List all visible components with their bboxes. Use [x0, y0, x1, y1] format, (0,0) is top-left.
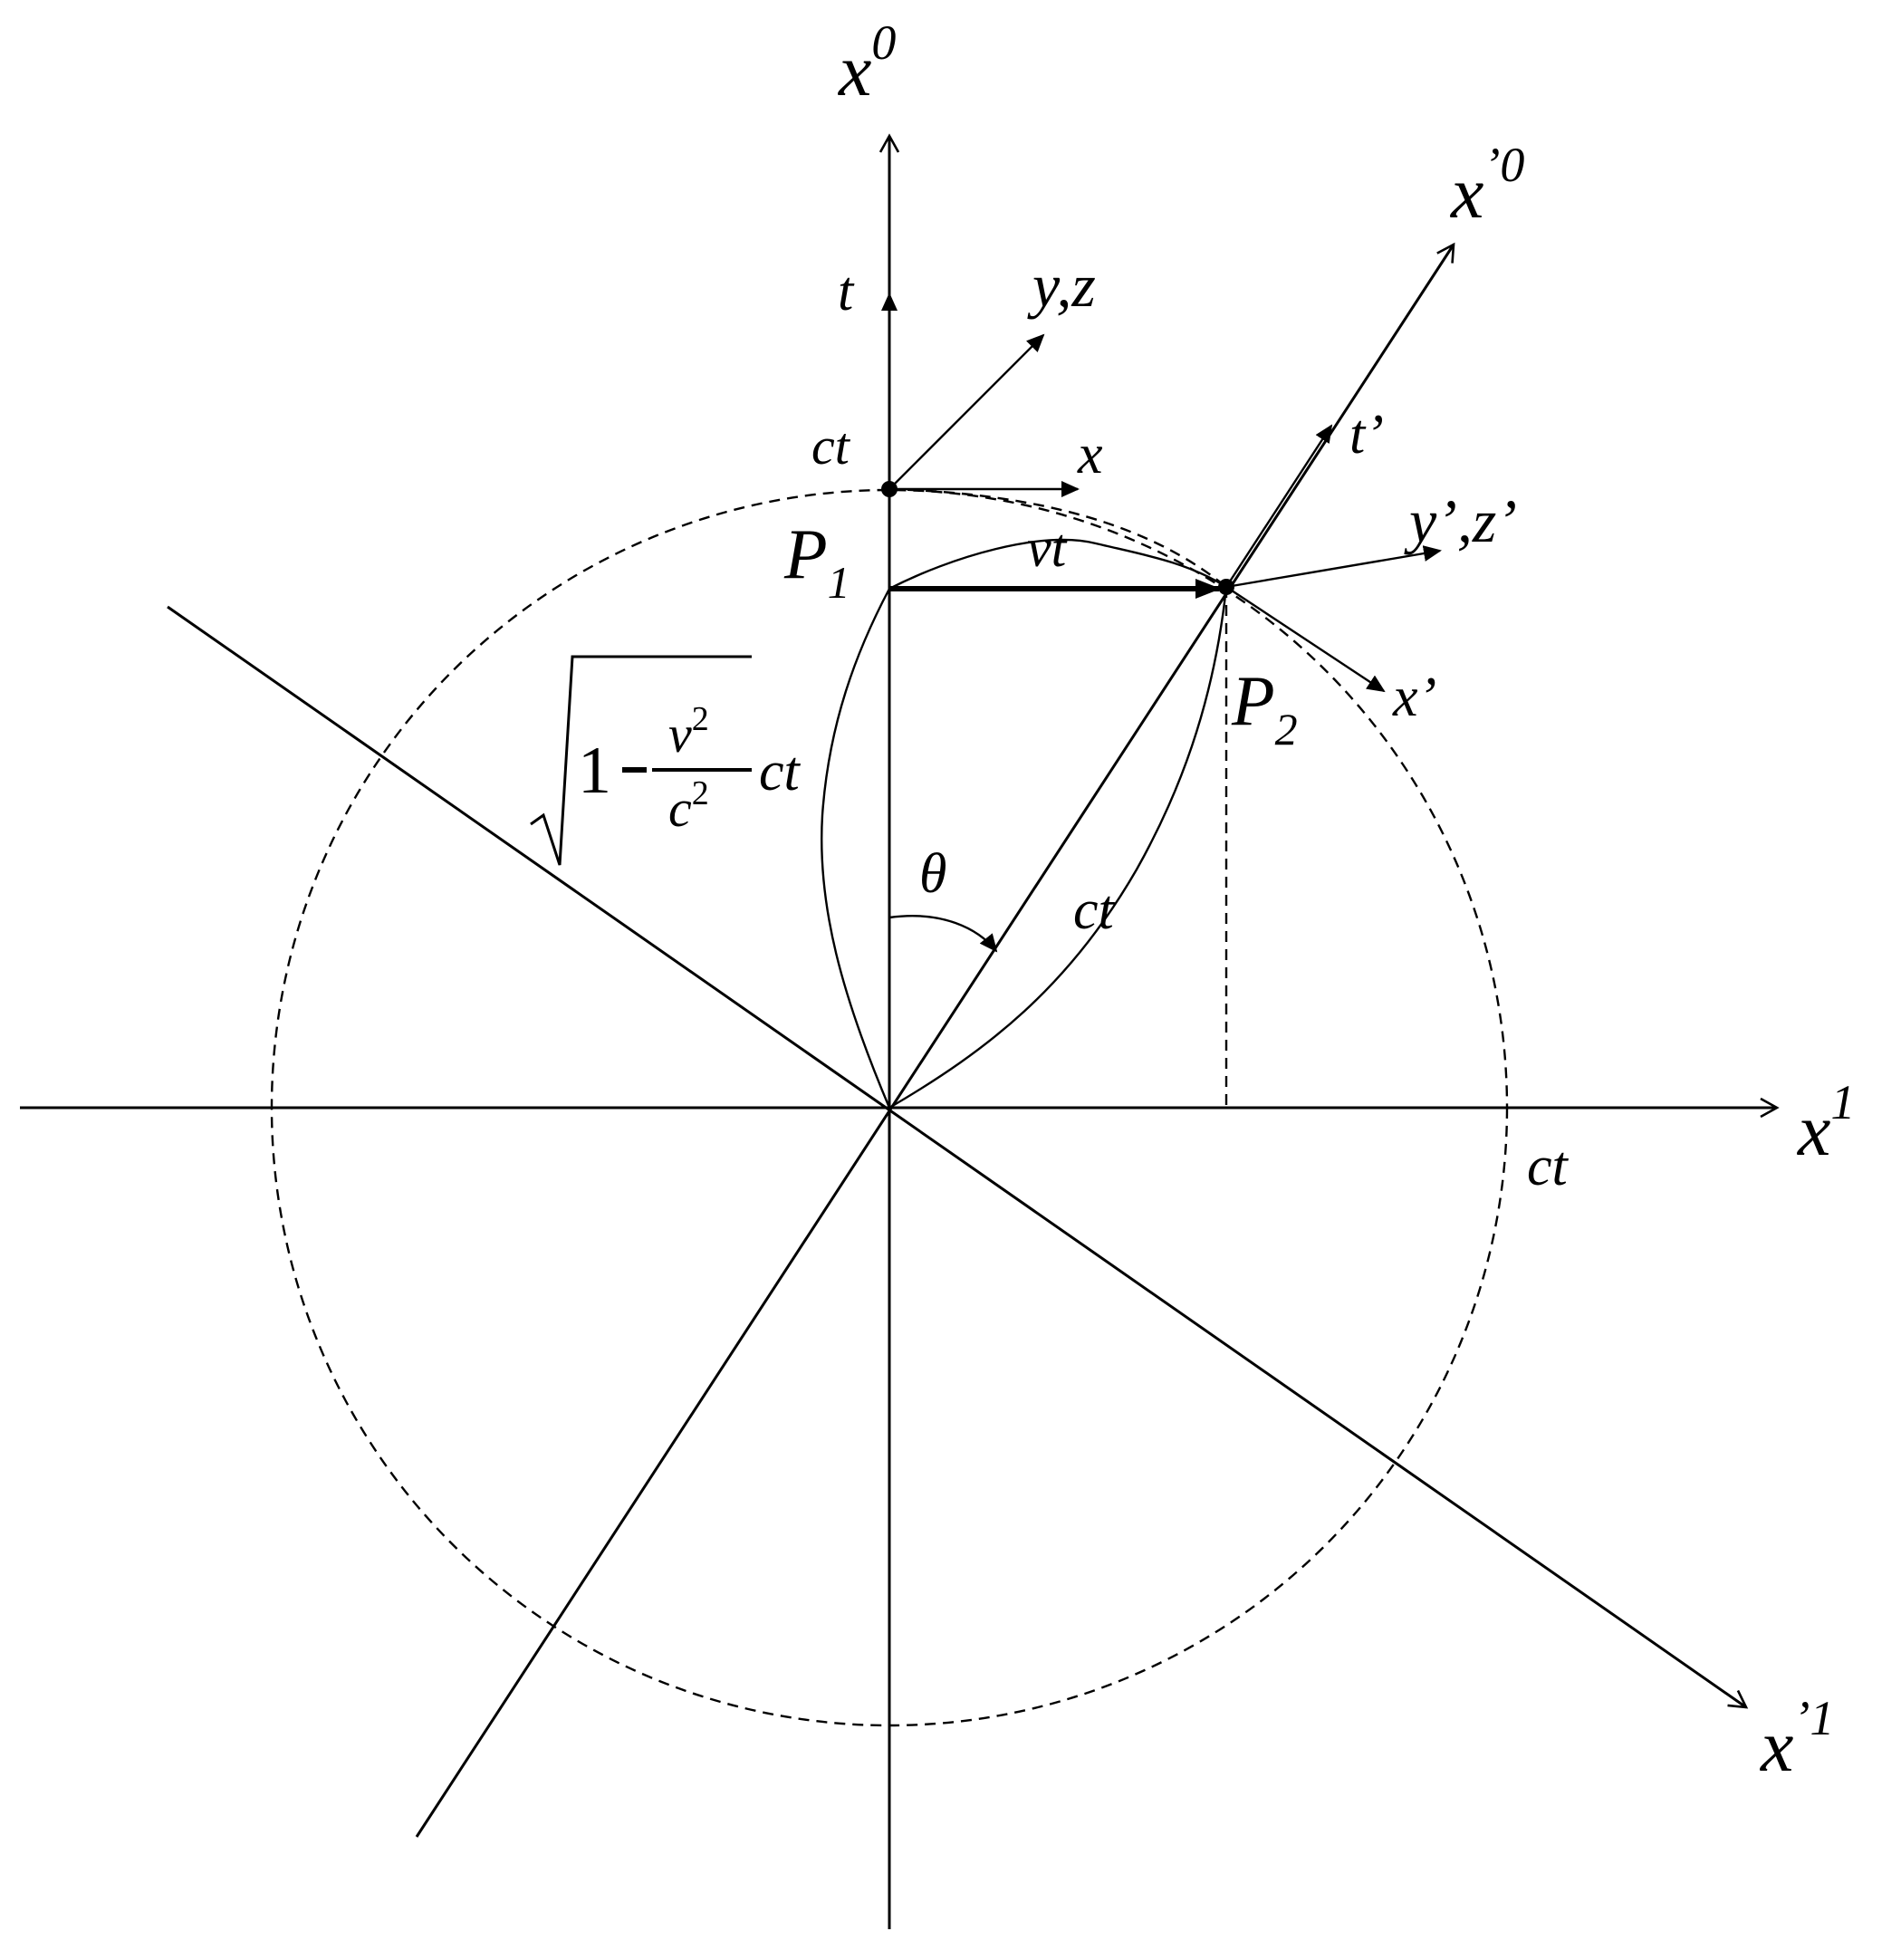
xprime-arrow: [1225, 585, 1386, 693]
sqrt-sign: [530, 655, 752, 866]
sqrt-one: 1: [578, 734, 611, 808]
xprime-label: x’: [1392, 667, 1436, 728]
p2-label: P2: [1231, 661, 1298, 754]
yz-arrow: [888, 333, 1045, 490]
ct-diag-brace: [888, 586, 1228, 1110]
t-label: t: [838, 261, 855, 322]
tprime-label: t’: [1349, 404, 1384, 466]
yzprime-label: y’,z’: [1404, 486, 1517, 555]
x0-label: x0: [838, 15, 896, 111]
xprime0-axis: [415, 242, 1455, 1838]
xprime1-axis: [167, 605, 1749, 1709]
xprime0-label: x’0: [1450, 138, 1524, 234]
ct-diag-label: ct: [1073, 879, 1116, 941]
theta-label: θ: [919, 843, 946, 905]
vt-brace: [888, 538, 1227, 591]
yz-label: y,z: [1027, 251, 1096, 320]
sqrt-ct: ct: [759, 741, 802, 802]
vt-label: vt: [1027, 518, 1068, 578]
sqrt-brace: [821, 588, 891, 1109]
xprime1-label: x’1: [1760, 1691, 1834, 1787]
p1-label: P1: [783, 514, 850, 608]
x1-label: x1: [1797, 1075, 1855, 1171]
sqrt-denominator: c2: [668, 774, 709, 838]
x-small-label: x: [1077, 424, 1103, 485]
sqrt-numerator: v2: [668, 700, 709, 764]
tprime-arrow: [1224, 424, 1333, 588]
ct-right-label: ct: [1527, 1136, 1570, 1197]
ct-top-label: ct: [811, 417, 851, 476]
theta-arc: [888, 915, 998, 953]
ct-top-dash: [888, 487, 1227, 588]
yzprime-arrow: [1225, 545, 1442, 589]
